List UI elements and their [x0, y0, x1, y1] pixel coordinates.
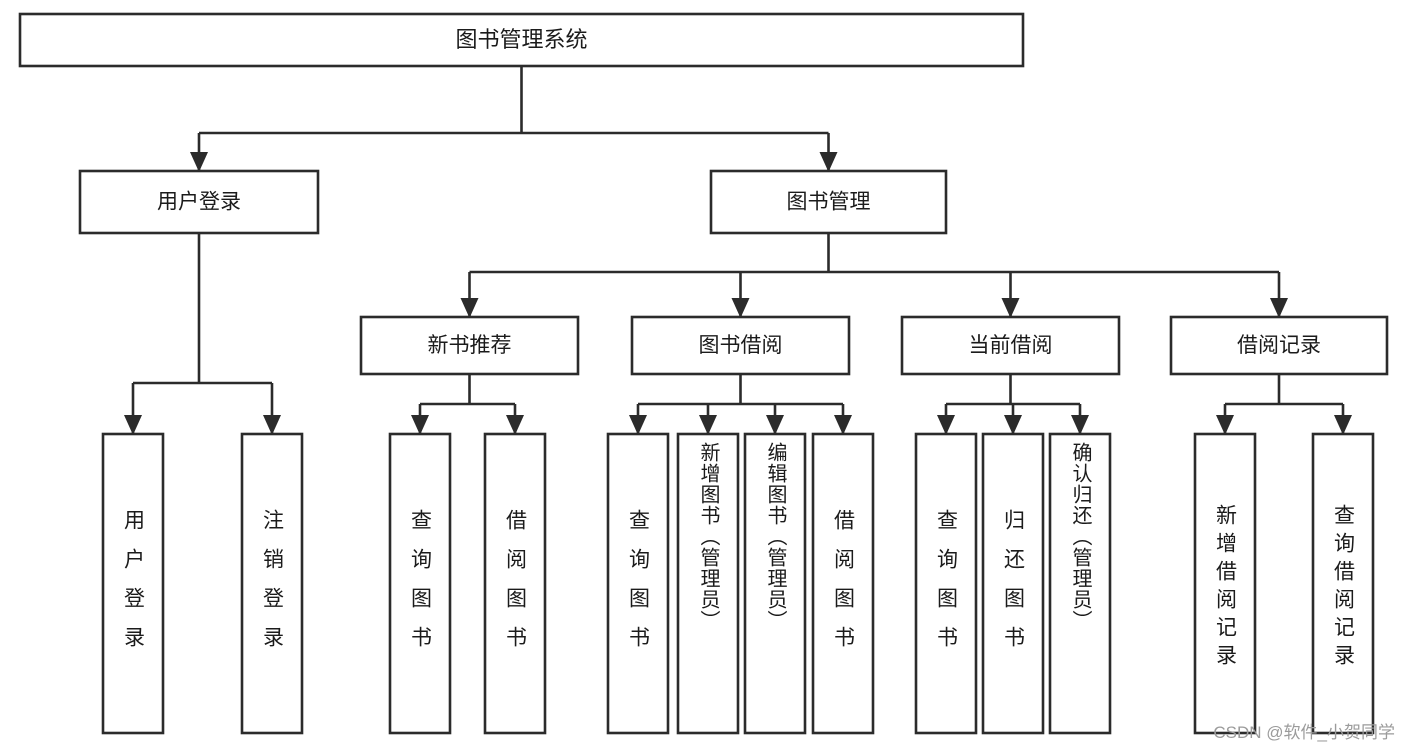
node-box-add-book-admin — [676, 432, 740, 735]
node-borrow-book-2[interactable] — [811, 432, 875, 735]
node-new-book-recommend[interactable]: 新书推荐 — [359, 315, 580, 376]
node-box-user-logout — [240, 432, 304, 735]
node-box-borrow-book-1 — [483, 432, 547, 735]
node-box-user-login-do — [101, 432, 165, 735]
node-query-book-3[interactable] — [914, 432, 978, 735]
connector-arrow-icon — [1216, 415, 1234, 435]
node-edit-book-admin[interactable] — [743, 432, 807, 735]
node-box-query-book-2 — [606, 432, 670, 735]
connector-arrow-icon — [190, 152, 208, 172]
node-box-current-borrow — [900, 315, 1121, 376]
node-box-edit-book-admin — [743, 432, 807, 735]
connector-arrow-icon — [937, 415, 955, 435]
connector-arrow-icon — [819, 152, 838, 172]
connector-arrow-icon — [506, 415, 524, 435]
node-label-current-borrow: 当前借阅 — [969, 334, 1053, 357]
node-user-login-do[interactable] — [101, 432, 165, 735]
node-label-borrow-record: 借阅记录 — [1237, 334, 1321, 357]
node-return-book[interactable] — [981, 432, 1045, 735]
node-label-root: 图书管理系统 — [455, 27, 587, 52]
connector-arrow-icon — [1334, 415, 1352, 435]
node-root[interactable]: 图书管理系统 — [18, 12, 1025, 68]
connector-arrow-icon — [834, 415, 852, 435]
node-add-book-admin[interactable] — [676, 432, 740, 735]
node-user-logout[interactable] — [240, 432, 304, 735]
node-add-borrow-record[interactable] — [1193, 432, 1257, 735]
node-box-query-book-1 — [388, 432, 452, 735]
connector-arrow-icon — [411, 415, 429, 435]
node-box-add-borrow-record — [1193, 432, 1257, 735]
node-label-book-manage: 图书管理 — [787, 191, 871, 214]
connector-arrow-icon — [1071, 415, 1089, 435]
node-label-new-book-recommend: 新书推荐 — [428, 334, 512, 357]
connector-arrow-icon — [766, 415, 784, 435]
connector-arrow-icon — [460, 298, 479, 318]
connector-arrow-icon — [629, 415, 647, 435]
node-current-borrow[interactable]: 当前借阅 — [900, 315, 1121, 376]
connector-arrow-icon — [124, 415, 142, 435]
node-label-book-borrow: 图书借阅 — [699, 334, 783, 357]
node-box-query-book-3 — [914, 432, 978, 735]
node-book-manage[interactable]: 图书管理 — [709, 169, 948, 235]
node-box-query-borrow-record — [1311, 432, 1375, 735]
node-confirm-return-admin[interactable] — [1048, 432, 1112, 735]
connector-arrow-icon — [1001, 298, 1020, 318]
node-box-user-login — [78, 169, 320, 235]
node-borrow-record[interactable]: 借阅记录 — [1169, 315, 1389, 376]
node-box-return-book — [981, 432, 1045, 735]
node-query-book-1[interactable] — [388, 432, 452, 735]
node-box-new-book-recommend — [359, 315, 580, 376]
node-query-book-2[interactable] — [606, 432, 670, 735]
node-user-login[interactable]: 用户登录 — [78, 169, 320, 235]
connector-arrow-icon — [263, 415, 281, 435]
connector-arrow-icon — [1270, 298, 1288, 318]
watermark-text: CSDN @软件_小贺同学 — [1213, 723, 1395, 742]
connector-arrow-icon — [699, 415, 717, 435]
node-box-confirm-return-admin — [1048, 432, 1112, 735]
node-box-borrow-book-2 — [811, 432, 875, 735]
node-borrow-book-1[interactable] — [483, 432, 547, 735]
node-label-user-login: 用户登录 — [157, 191, 241, 214]
node-book-borrow[interactable]: 图书借阅 — [630, 315, 851, 376]
node-query-borrow-record[interactable] — [1311, 432, 1375, 735]
connector-arrow-icon — [731, 298, 750, 318]
node-box-root — [18, 12, 1025, 68]
connector-arrow-icon — [1004, 415, 1022, 435]
